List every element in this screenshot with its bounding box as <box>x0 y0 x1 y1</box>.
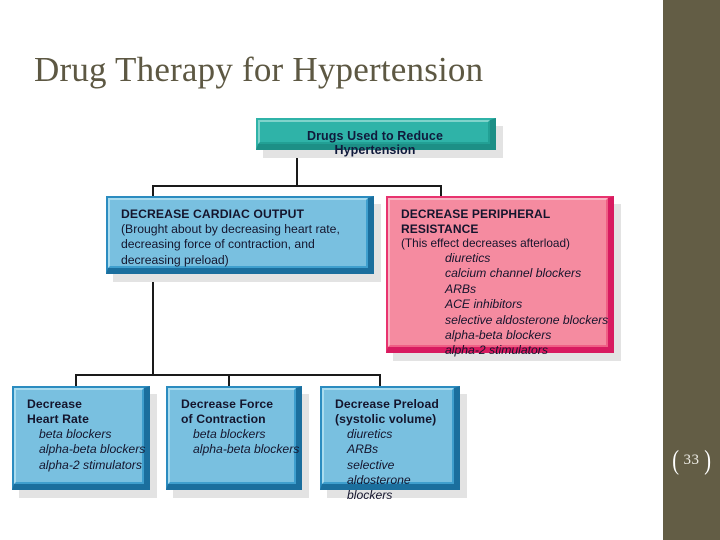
node-subtext-line: (Brought about by decreasing heart rate, <box>121 221 340 236</box>
slide-number: 33 <box>683 451 700 468</box>
node-decrease-cardiac-output[interactable]: DECREASE CARDIAC OUTPUT (Brought about b… <box>106 196 381 282</box>
slide-sidebar <box>663 0 720 540</box>
drug-list: beta blockers alpha-beta blockers <box>193 426 300 458</box>
node-decrease-peripheral-resistance[interactable]: DECREASE PERIPHERAL RESISTANCE (This eff… <box>386 196 621 361</box>
node-heading-line: Decrease <box>27 397 83 411</box>
node-inner: Decrease Heart Rate beta blockers alpha-… <box>14 388 146 484</box>
node-body: Decrease Preload (systolic volume) diure… <box>320 386 460 502</box>
drug-list-item: selective aldosterone blockers <box>445 312 609 327</box>
node-subtext-line: (This effect decreases afterload) <box>401 236 570 251</box>
drug-list-item: beta blockers <box>39 426 112 441</box>
drug-list-item: selective aldosterone blockers <box>347 457 411 503</box>
node-body: Decrease Force of Contraction beta block… <box>166 386 302 490</box>
slide-number-badge: ( 33 ) <box>663 440 720 480</box>
drug-list-item: diuretics <box>445 251 491 266</box>
connector-level1-horizontal <box>152 185 442 187</box>
drug-list-item: beta blockers <box>193 426 266 441</box>
connector-root-down <box>296 148 298 186</box>
node-body: DECREASE PERIPHERAL RESISTANCE (This eff… <box>386 196 614 357</box>
connector-to-peripheral-resistance <box>440 185 442 197</box>
node-subtext-line: decreasing preload) <box>121 252 229 267</box>
node-body: DECREASE CARDIAC OUTPUT (Brought about b… <box>106 196 374 274</box>
node-heading-line: Heart Rate <box>27 411 89 426</box>
node-inner: Decrease Preload (systolic volume) diure… <box>322 388 454 502</box>
connector-cardiac-down <box>152 274 154 375</box>
drug-list: beta blockers alpha-beta blockers alpha-… <box>39 426 146 473</box>
node-inner: DECREASE PERIPHERAL RESISTANCE (This eff… <box>388 198 608 357</box>
drug-list-item: alpha-2 stimulators <box>39 457 142 472</box>
connector-to-preload <box>379 374 381 387</box>
connector-level2-horizontal <box>75 374 380 376</box>
drug-list-item: alpha-beta blockers <box>445 327 552 342</box>
bracket-left-icon: ( <box>672 444 680 475</box>
bracket-right-icon: ) <box>703 444 711 475</box>
node-heading-line: Decrease Force <box>181 397 274 411</box>
drug-list-item: ARBs <box>445 281 477 296</box>
root-node-label: Drugs Used to Reduce Hypertension <box>306 129 444 157</box>
drug-list-item: diuretics <box>347 426 393 441</box>
node-heading: DECREASE CARDIAC OUTPUT <box>121 207 305 221</box>
connector-to-heart-rate <box>75 374 77 387</box>
node-body: Drugs Used to Reduce Hypertension <box>256 118 496 157</box>
node-heading: DECREASE PERIPHERAL RESISTANCE <box>401 207 551 236</box>
node-inner: Drugs Used to Reduce Hypertension <box>258 120 490 157</box>
drug-list: diuretics calcium channel blockers ARBs … <box>445 251 609 359</box>
node-body: Decrease Heart Rate beta blockers alpha-… <box>12 386 150 490</box>
node-heading-line: (systolic volume) <box>335 411 437 426</box>
page-title: Drug Therapy for Hypertension <box>34 50 484 89</box>
node-heading-line: Decrease Preload <box>335 397 439 411</box>
drug-list-item: calcium channel blockers <box>445 266 582 281</box>
drug-list-item: alpha-2 stimulators <box>445 343 548 358</box>
drug-list: diuretics ARBs selective aldosterone blo… <box>347 427 443 504</box>
drug-list-item: alpha-beta blockers <box>39 442 146 457</box>
connector-to-cardiac-output <box>152 185 154 197</box>
drug-list-item: alpha-beta blockers <box>193 442 300 457</box>
node-subtext-line: decreasing force of contraction, and <box>121 237 315 252</box>
node-decrease-preload[interactable]: Decrease Preload (systolic volume) diure… <box>320 386 467 502</box>
node-inner: Decrease Force of Contraction beta block… <box>168 388 300 484</box>
node-inner: DECREASE CARDIAC OUTPUT (Brought about b… <box>108 198 368 268</box>
node-heading-line: of Contraction <box>181 411 266 426</box>
node-drugs-used-to-reduce-hypertension[interactable]: Drugs Used to Reduce Hypertension <box>256 118 503 158</box>
node-decrease-heart-rate[interactable]: Decrease Heart Rate beta blockers alpha-… <box>12 386 157 498</box>
drug-list-item: ARBs <box>347 442 379 457</box>
connector-to-force-contraction <box>228 374 230 387</box>
node-decrease-force-of-contraction[interactable]: Decrease Force of Contraction beta block… <box>166 386 309 498</box>
drug-list-item: ACE inhibitors <box>445 297 523 312</box>
flowchart-diagram: Drugs Used to Reduce Hypertension DECREA… <box>0 108 663 528</box>
